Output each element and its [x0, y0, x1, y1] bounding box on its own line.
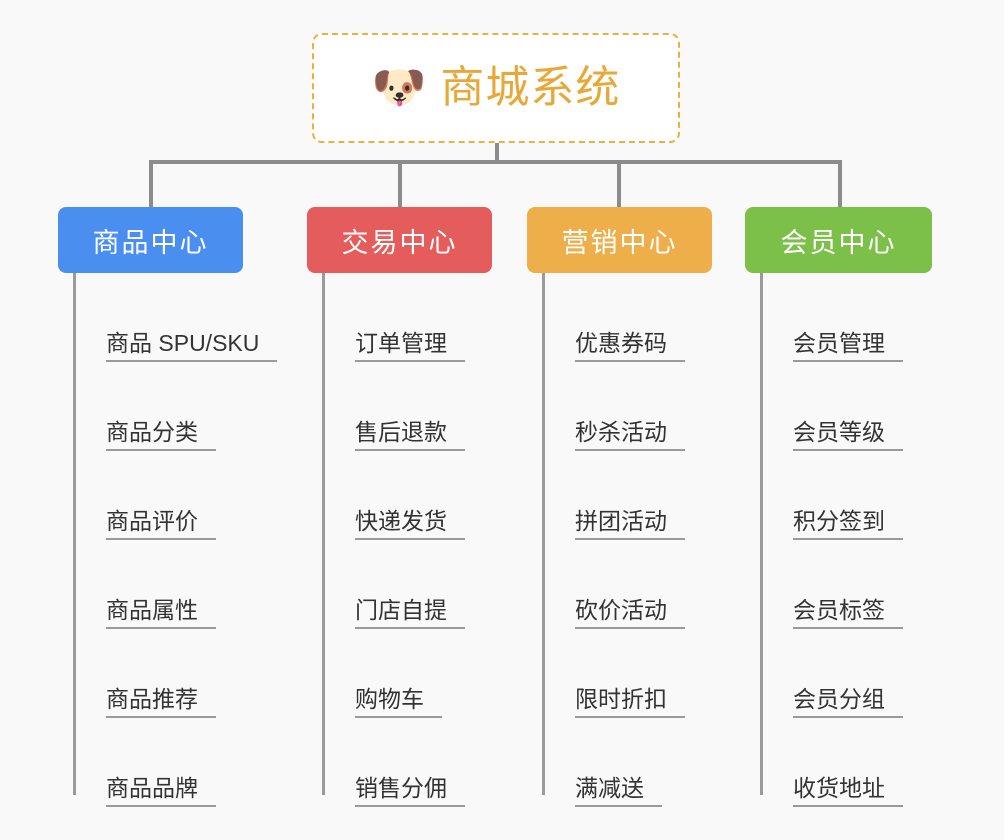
root-title: 商城系统 [440, 63, 621, 112]
list-item[interactable]: 积分签到 [760, 451, 995, 540]
leaf-label: 积分签到 [793, 508, 903, 540]
leaf-label: 商品推荐 [106, 686, 216, 718]
list-item[interactable]: 会员标签 [760, 540, 995, 629]
list-item[interactable]: 会员等级 [760, 362, 995, 451]
leaf-label: 商品评价 [106, 508, 216, 540]
leaf-label: 会员分组 [793, 686, 903, 718]
list-item[interactable]: 优惠券码 [542, 273, 777, 362]
leaf-label: 砍价活动 [575, 597, 685, 629]
list-item[interactable]: 秒杀活动 [542, 362, 777, 451]
list-item[interactable]: 销售分佣 [322, 718, 557, 807]
leaf-label: 优惠券码 [575, 330, 685, 362]
leaf-label: 满减送 [575, 775, 662, 807]
connector-root-stem [495, 143, 499, 163]
leaf-list-trade-center: 订单管理 售后退款 快递发货 门店自提 购物车 销售分佣 [307, 273, 557, 807]
column-product-center: 商品中心 商品 SPU/SKU 商品分类 商品评价 商品属性 商品推荐 商品品牌 [58, 207, 308, 807]
connector-drop-col-1 [149, 160, 153, 208]
connector-drop-col-2 [398, 160, 402, 208]
leaf-list-product-center: 商品 SPU/SKU 商品分类 商品评价 商品属性 商品推荐 商品品牌 [58, 273, 308, 807]
leaf-label: 限时折扣 [575, 686, 685, 718]
trunk-line-marketing-center [542, 273, 545, 795]
leaf-label: 收货地址 [793, 775, 903, 807]
list-item[interactable]: 商品评价 [73, 451, 308, 540]
root-node[interactable]: 🐶 商城系统 [312, 33, 680, 143]
list-item[interactable]: 购物车 [322, 629, 557, 718]
leaf-list-marketing-center: 优惠券码 秒杀活动 拼团活动 砍价活动 限时折扣 满减送 [527, 273, 777, 807]
leaf-label: 购物车 [355, 686, 442, 718]
list-item[interactable]: 砍价活动 [542, 540, 777, 629]
leaf-label: 门店自提 [355, 597, 465, 629]
leaf-label: 秒杀活动 [575, 419, 685, 451]
leaf-list-member-center: 会员管理 会员等级 积分签到 会员标签 会员分组 收货地址 [745, 273, 995, 807]
column-marketing-center: 营销中心 优惠券码 秒杀活动 拼团活动 砍价活动 限时折扣 满减送 [527, 207, 777, 807]
category-header-trade-center[interactable]: 交易中心 [307, 207, 492, 273]
leaf-label: 商品 SPU/SKU [106, 330, 278, 362]
column-member-center: 会员中心 会员管理 会员等级 积分签到 会员标签 会员分组 收货地址 [745, 207, 995, 807]
trunk-line-product-center [73, 273, 76, 795]
leaf-label: 会员标签 [793, 597, 903, 629]
leaf-label: 会员管理 [793, 330, 903, 362]
category-header-member-center[interactable]: 会员中心 [745, 207, 932, 273]
connector-bus [149, 160, 842, 164]
list-item[interactable]: 商品推荐 [73, 629, 308, 718]
connector-drop-col-4 [838, 160, 842, 208]
category-header-marketing-center[interactable]: 营销中心 [527, 207, 712, 273]
list-item[interactable]: 售后退款 [322, 362, 557, 451]
dog-face-icon: 🐶 [371, 63, 427, 112]
leaf-label: 订单管理 [355, 330, 465, 362]
list-item[interactable]: 限时折扣 [542, 629, 777, 718]
leaf-label: 销售分佣 [355, 775, 465, 807]
category-header-product-center[interactable]: 商品中心 [58, 207, 243, 273]
list-item[interactable]: 会员管理 [760, 273, 995, 362]
connector-drop-col-3 [617, 160, 621, 208]
column-trade-center: 交易中心 订单管理 售后退款 快递发货 门店自提 购物车 销售分佣 [307, 207, 557, 807]
leaf-label: 商品分类 [106, 419, 216, 451]
list-item[interactable]: 商品属性 [73, 540, 308, 629]
leaf-label: 售后退款 [355, 419, 465, 451]
list-item[interactable]: 满减送 [542, 718, 777, 807]
list-item[interactable]: 收货地址 [760, 718, 995, 807]
leaf-label: 商品品牌 [106, 775, 216, 807]
list-item[interactable]: 商品品牌 [73, 718, 308, 807]
leaf-label: 会员等级 [793, 419, 903, 451]
list-item[interactable]: 商品分类 [73, 362, 308, 451]
list-item[interactable]: 快递发货 [322, 451, 557, 540]
list-item[interactable]: 门店自提 [322, 540, 557, 629]
leaf-label: 商品属性 [106, 597, 216, 629]
trunk-line-member-center [760, 273, 763, 795]
list-item[interactable]: 会员分组 [760, 629, 995, 718]
list-item[interactable]: 商品 SPU/SKU [73, 273, 308, 362]
list-item[interactable]: 订单管理 [322, 273, 557, 362]
leaf-label: 拼团活动 [575, 508, 685, 540]
leaf-label: 快递发货 [355, 508, 465, 540]
trunk-line-trade-center [322, 273, 325, 795]
list-item[interactable]: 拼团活动 [542, 451, 777, 540]
